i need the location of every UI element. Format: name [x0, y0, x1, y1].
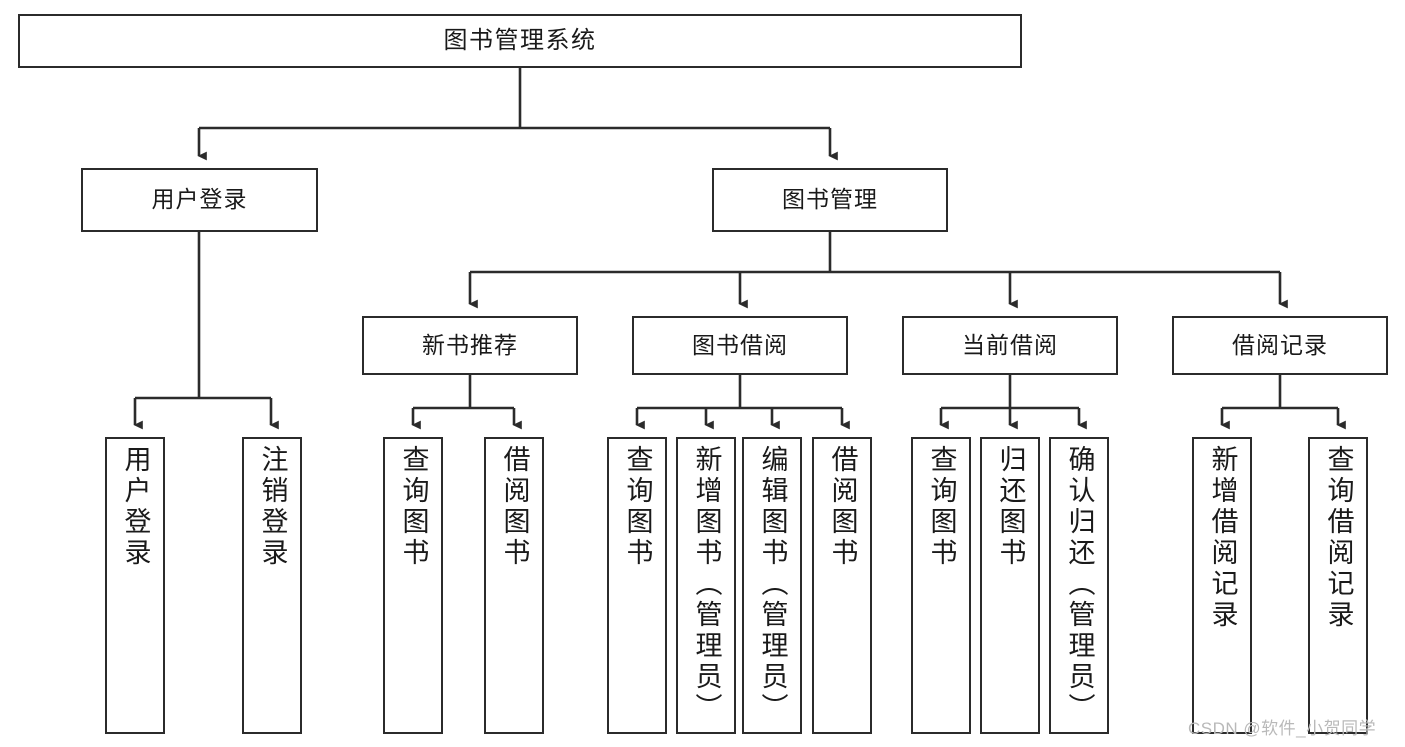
- node-leaf-query-book-borrow[interactable]: 查询图书: [607, 437, 667, 734]
- node-leaf-logout[interactable]: 注销登录: [242, 437, 302, 734]
- node-book-management[interactable]: 图书管理: [712, 168, 948, 232]
- node-leaf-user-login[interactable]: 用户登录: [105, 437, 165, 734]
- node-label: 查询图书: [926, 445, 957, 569]
- node-label: 新增图书（管理员）: [691, 445, 722, 724]
- node-label: 用户登录: [120, 445, 151, 569]
- node-current-borrow[interactable]: 当前借阅: [902, 316, 1118, 375]
- node-leaf-query-borrow-record[interactable]: 查询借阅记录: [1308, 437, 1368, 734]
- node-label: 编辑图书（管理员）: [757, 445, 788, 724]
- node-label: 图书管理: [782, 186, 878, 213]
- node-label: 图书管理系统: [443, 26, 597, 54]
- node-label: 借阅图书: [827, 445, 858, 569]
- node-leaf-edit-book-admin[interactable]: 编辑图书（管理员）: [742, 437, 802, 734]
- node-borrow-record[interactable]: 借阅记录: [1172, 316, 1388, 375]
- node-label: 借阅记录: [1232, 331, 1328, 358]
- node-leaf-query-book-recommend[interactable]: 查询图书: [383, 437, 443, 734]
- node-label: 新增借阅记录: [1207, 445, 1238, 631]
- node-leaf-query-book-current[interactable]: 查询图书: [911, 437, 971, 734]
- node-leaf-return-book[interactable]: 归还图书: [980, 437, 1040, 734]
- node-new-book-recommend[interactable]: 新书推荐: [362, 316, 578, 375]
- node-label: 新书推荐: [422, 331, 518, 358]
- node-label: 注销登录: [257, 445, 288, 569]
- node-user-login[interactable]: 用户登录: [81, 168, 318, 232]
- node-label: 借阅图书: [499, 445, 530, 569]
- node-leaf-borrow-book-recommend[interactable]: 借阅图书: [484, 437, 544, 734]
- node-leaf-confirm-return-admin[interactable]: 确认归还（管理员）: [1049, 437, 1109, 734]
- node-label: 当前借阅: [962, 331, 1058, 358]
- node-label: 查询借阅记录: [1323, 445, 1354, 631]
- node-book-borrow[interactable]: 图书借阅: [632, 316, 848, 375]
- node-label: 用户登录: [151, 186, 248, 213]
- node-leaf-borrow-book[interactable]: 借阅图书: [812, 437, 872, 734]
- node-label: 确认归还（管理员）: [1064, 445, 1095, 724]
- node-leaf-add-borrow-record[interactable]: 新增借阅记录: [1192, 437, 1252, 734]
- node-label: 查询图书: [622, 445, 653, 569]
- node-root-book-management-system[interactable]: 图书管理系统: [18, 14, 1022, 68]
- node-label: 归还图书: [995, 445, 1026, 569]
- csdn-watermark: CSDN @软件_小贺同学: [1188, 719, 1377, 738]
- node-leaf-add-book-admin[interactable]: 新增图书（管理员）: [676, 437, 736, 734]
- node-label: 图书借阅: [692, 331, 788, 358]
- node-label: 查询图书: [398, 445, 429, 569]
